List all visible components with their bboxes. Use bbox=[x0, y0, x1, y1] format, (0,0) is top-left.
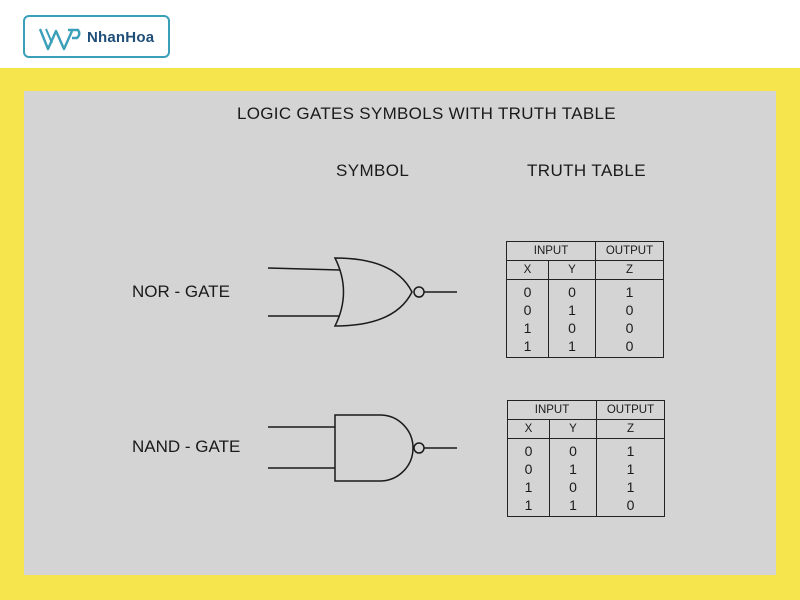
cell-z: 1 bbox=[595, 279, 664, 301]
column-y-header: Y bbox=[549, 419, 597, 439]
cell-z: 0 bbox=[595, 301, 664, 319]
cell-z: 1 bbox=[596, 460, 665, 478]
column-z-header: Z bbox=[596, 419, 665, 439]
cell-y: 0 bbox=[548, 279, 596, 301]
cell-y: 1 bbox=[548, 337, 596, 358]
cell-y: 0 bbox=[549, 478, 597, 496]
cell-x: 1 bbox=[507, 478, 550, 496]
nand-truth-table: INPUT OUTPUT X Y Z 0 0 1 0 1 1 1 0 1 1 1… bbox=[507, 400, 665, 517]
cell-y: 1 bbox=[549, 460, 597, 478]
cell-z: 0 bbox=[596, 496, 665, 517]
column-z-header: Z bbox=[595, 260, 664, 280]
diagram-title: LOGIC GATES SYMBOLS WITH TRUTH TABLE bbox=[237, 104, 616, 123]
cell-x: 1 bbox=[507, 496, 550, 517]
cell-y: 0 bbox=[549, 438, 597, 460]
truth-table-column-header: TRUTH TABLE bbox=[527, 161, 647, 180]
table-row: 1 1 0 bbox=[506, 337, 664, 358]
table-row: 0 0 1 bbox=[506, 279, 664, 301]
cell-x: 0 bbox=[507, 438, 550, 460]
symbol-column-header: SYMBOL bbox=[336, 161, 410, 180]
nhanhoa-logo-icon bbox=[38, 28, 81, 51]
brand-name: NhanHoa bbox=[87, 29, 155, 46]
cell-z: 0 bbox=[595, 319, 664, 337]
cell-x: 0 bbox=[507, 460, 550, 478]
cell-y: 0 bbox=[548, 319, 596, 337]
cell-z: 1 bbox=[596, 438, 665, 460]
table-row: 0 0 1 bbox=[507, 438, 665, 460]
cell-x: 1 bbox=[506, 337, 549, 358]
output-header: OUTPUT bbox=[595, 241, 664, 261]
table-row: 0 1 1 bbox=[507, 460, 665, 478]
nor-truth-table: INPUT OUTPUT X Y Z 0 0 1 0 1 0 1 0 0 1 1… bbox=[506, 241, 664, 358]
output-header: OUTPUT bbox=[596, 400, 665, 420]
table-row: 1 0 0 bbox=[506, 319, 664, 337]
cell-x: 0 bbox=[506, 279, 549, 301]
table-row: 1 0 1 bbox=[507, 478, 665, 496]
column-y-header: Y bbox=[548, 260, 596, 280]
nor-gate-label: NOR - GATE bbox=[132, 282, 230, 301]
cell-y: 1 bbox=[548, 301, 596, 319]
input-header: INPUT bbox=[506, 241, 596, 261]
cell-x: 1 bbox=[506, 319, 549, 337]
table-row: 0 1 0 bbox=[506, 301, 664, 319]
column-x-header: X bbox=[506, 260, 549, 280]
column-x-header: X bbox=[507, 419, 550, 439]
cell-x: 0 bbox=[506, 301, 549, 319]
cell-y: 1 bbox=[549, 496, 597, 517]
cell-z: 0 bbox=[595, 337, 664, 358]
nand-gate-label: NAND - GATE bbox=[132, 437, 241, 456]
cell-z: 1 bbox=[596, 478, 665, 496]
input-header: INPUT bbox=[507, 400, 597, 420]
table-row: 1 1 0 bbox=[507, 496, 665, 517]
brand-logo[interactable]: NhanHoa bbox=[23, 15, 170, 58]
